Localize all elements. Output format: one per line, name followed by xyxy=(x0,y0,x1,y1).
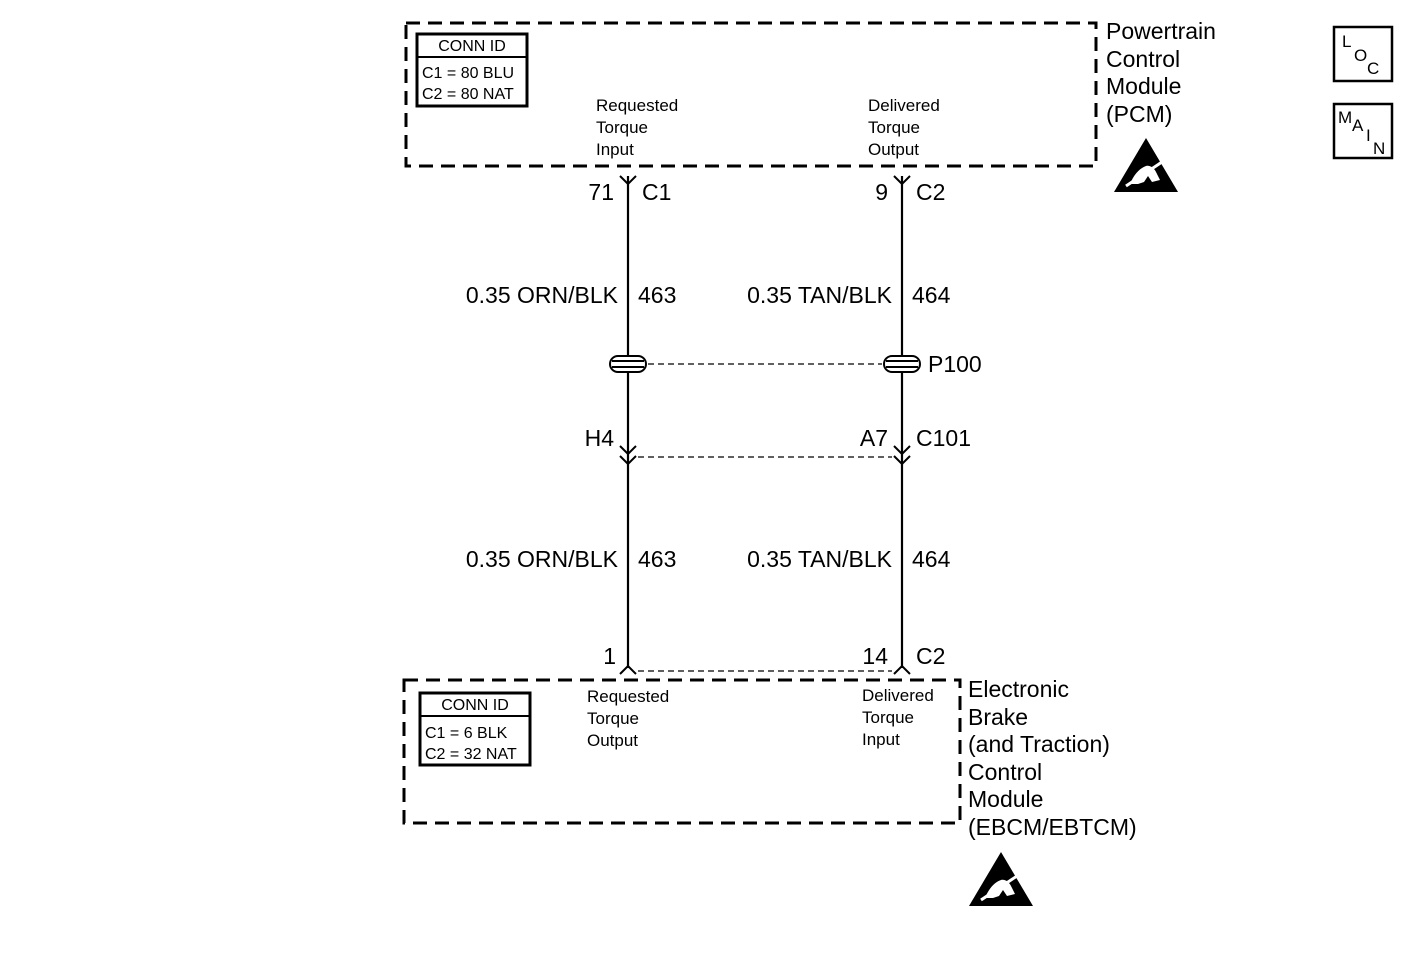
splice-label: P100 xyxy=(928,351,982,377)
pcm-pin-right-description: Delivered Torque Output xyxy=(868,96,940,159)
wire-spec-label: 0.35 ORN/BLK xyxy=(466,282,619,308)
pcm-conn-id-line: C2 = 80 NAT xyxy=(422,86,514,103)
pin-desc-line: Delivered xyxy=(862,686,934,705)
pin-desc-line: Output xyxy=(868,140,919,159)
pcm-pin-right-number: 9 xyxy=(875,179,888,205)
inline-pin-left: H4 xyxy=(585,425,615,451)
pcm-name-line: (PCM) xyxy=(1106,101,1172,127)
ebcm-conn-id-line: C2 = 32 NAT xyxy=(425,746,517,763)
circuit-number-label: 463 xyxy=(638,282,676,308)
splice-connector-right xyxy=(883,355,921,373)
pcm-name-line: Powertrain xyxy=(1106,18,1216,44)
pin-desc-line: Output xyxy=(587,731,638,750)
pin-desc-line: Torque xyxy=(596,118,648,137)
pin-desc-line: Requested xyxy=(596,96,678,115)
pin-desc-line: Torque xyxy=(862,708,914,727)
inline-connector-right-terminal xyxy=(893,445,911,466)
wire-spec-label: 0.35 ORN/BLK xyxy=(466,546,619,572)
esd-warning-icon xyxy=(1114,138,1178,192)
pcm-pin-right-connector: C2 xyxy=(916,179,945,205)
ebcm-name-line: (EBCM/EBTCM) xyxy=(968,814,1137,840)
ebcm-module-outline xyxy=(402,678,962,825)
pcm-conn-id-box: CONN ID C1 = 80 BLU C2 = 80 NAT xyxy=(415,32,529,108)
loc-button[interactable]: L O C xyxy=(1332,25,1394,83)
ebcm-conn-id-line: C1 = 6 BLK xyxy=(425,725,508,742)
circuit-number-label: 464 xyxy=(912,282,951,308)
pcm-pin-left-connector: C1 xyxy=(642,179,671,205)
pcm-name-line: Module xyxy=(1106,73,1181,99)
loc-letter: C xyxy=(1367,59,1379,78)
main-letter: A xyxy=(1352,116,1364,135)
ebcm-pin-right-description: Delivered Torque Input xyxy=(862,686,934,749)
pcm-name-line: Control xyxy=(1106,46,1180,72)
ebcm-pin-left-description: Requested Torque Output xyxy=(587,687,669,750)
pcm-terminal-left xyxy=(619,175,637,186)
pin-desc-line: Requested xyxy=(587,687,669,706)
circuit-number-label: 463 xyxy=(638,546,676,572)
esd-warning-icon xyxy=(969,852,1033,906)
ebcm-name-line: Module xyxy=(968,786,1043,812)
wire-spec-label: 0.35 TAN/BLK xyxy=(747,546,893,572)
inline-pin-right: A7 xyxy=(860,425,888,451)
pcm-terminal-right xyxy=(893,175,911,186)
ebcm-pin-left-number: 1 xyxy=(603,643,616,669)
pcm-conn-id-title: CONN ID xyxy=(438,38,506,55)
splice-connector-left xyxy=(609,355,647,373)
main-button[interactable]: M A I N xyxy=(1332,102,1394,160)
pin-desc-line: Input xyxy=(596,140,634,159)
pcm-pin-left-number: 71 xyxy=(588,179,614,205)
circuit-number-label: 464 xyxy=(912,546,951,572)
pin-desc-line: Input xyxy=(862,730,900,749)
ebcm-pin-right-number: 14 xyxy=(862,643,888,669)
main-letter: M xyxy=(1338,108,1352,127)
ebcm-name-line: Brake xyxy=(968,704,1028,730)
pin-desc-line: Torque xyxy=(868,118,920,137)
loc-letter: O xyxy=(1354,46,1367,65)
pin-desc-line: Delivered xyxy=(868,96,940,115)
ebcm-module-name: Electronic Brake (and Traction) Control … xyxy=(968,676,1137,840)
wire-spec-label: 0.35 TAN/BLK xyxy=(747,282,893,308)
ebcm-terminal-right xyxy=(893,664,911,675)
ebcm-terminal-left xyxy=(619,664,637,675)
pin-desc-line: Torque xyxy=(587,709,639,728)
main-letter: N xyxy=(1373,139,1385,158)
pcm-module-name: Powertrain Control Module (PCM) xyxy=(1106,18,1216,127)
ebcm-name-line: (and Traction) xyxy=(968,731,1110,757)
ebcm-conn-id-box: CONN ID C1 = 6 BLK C2 = 32 NAT xyxy=(418,691,532,767)
ebcm-name-line: Control xyxy=(968,759,1042,785)
ebcm-name-line: Electronic xyxy=(968,676,1069,702)
ebcm-conn-id-title: CONN ID xyxy=(441,697,509,714)
pcm-pin-left-description: Requested Torque Input xyxy=(596,96,678,159)
main-letter: I xyxy=(1366,126,1371,145)
loc-letter: L xyxy=(1342,32,1351,51)
ebcm-pin-right-connector: C2 xyxy=(916,643,945,669)
inline-connector-left-terminal xyxy=(619,445,637,466)
inline-connector-label: C101 xyxy=(916,425,971,451)
pcm-module-outline xyxy=(404,21,1098,168)
pcm-conn-id-line: C1 = 80 BLU xyxy=(422,65,514,82)
